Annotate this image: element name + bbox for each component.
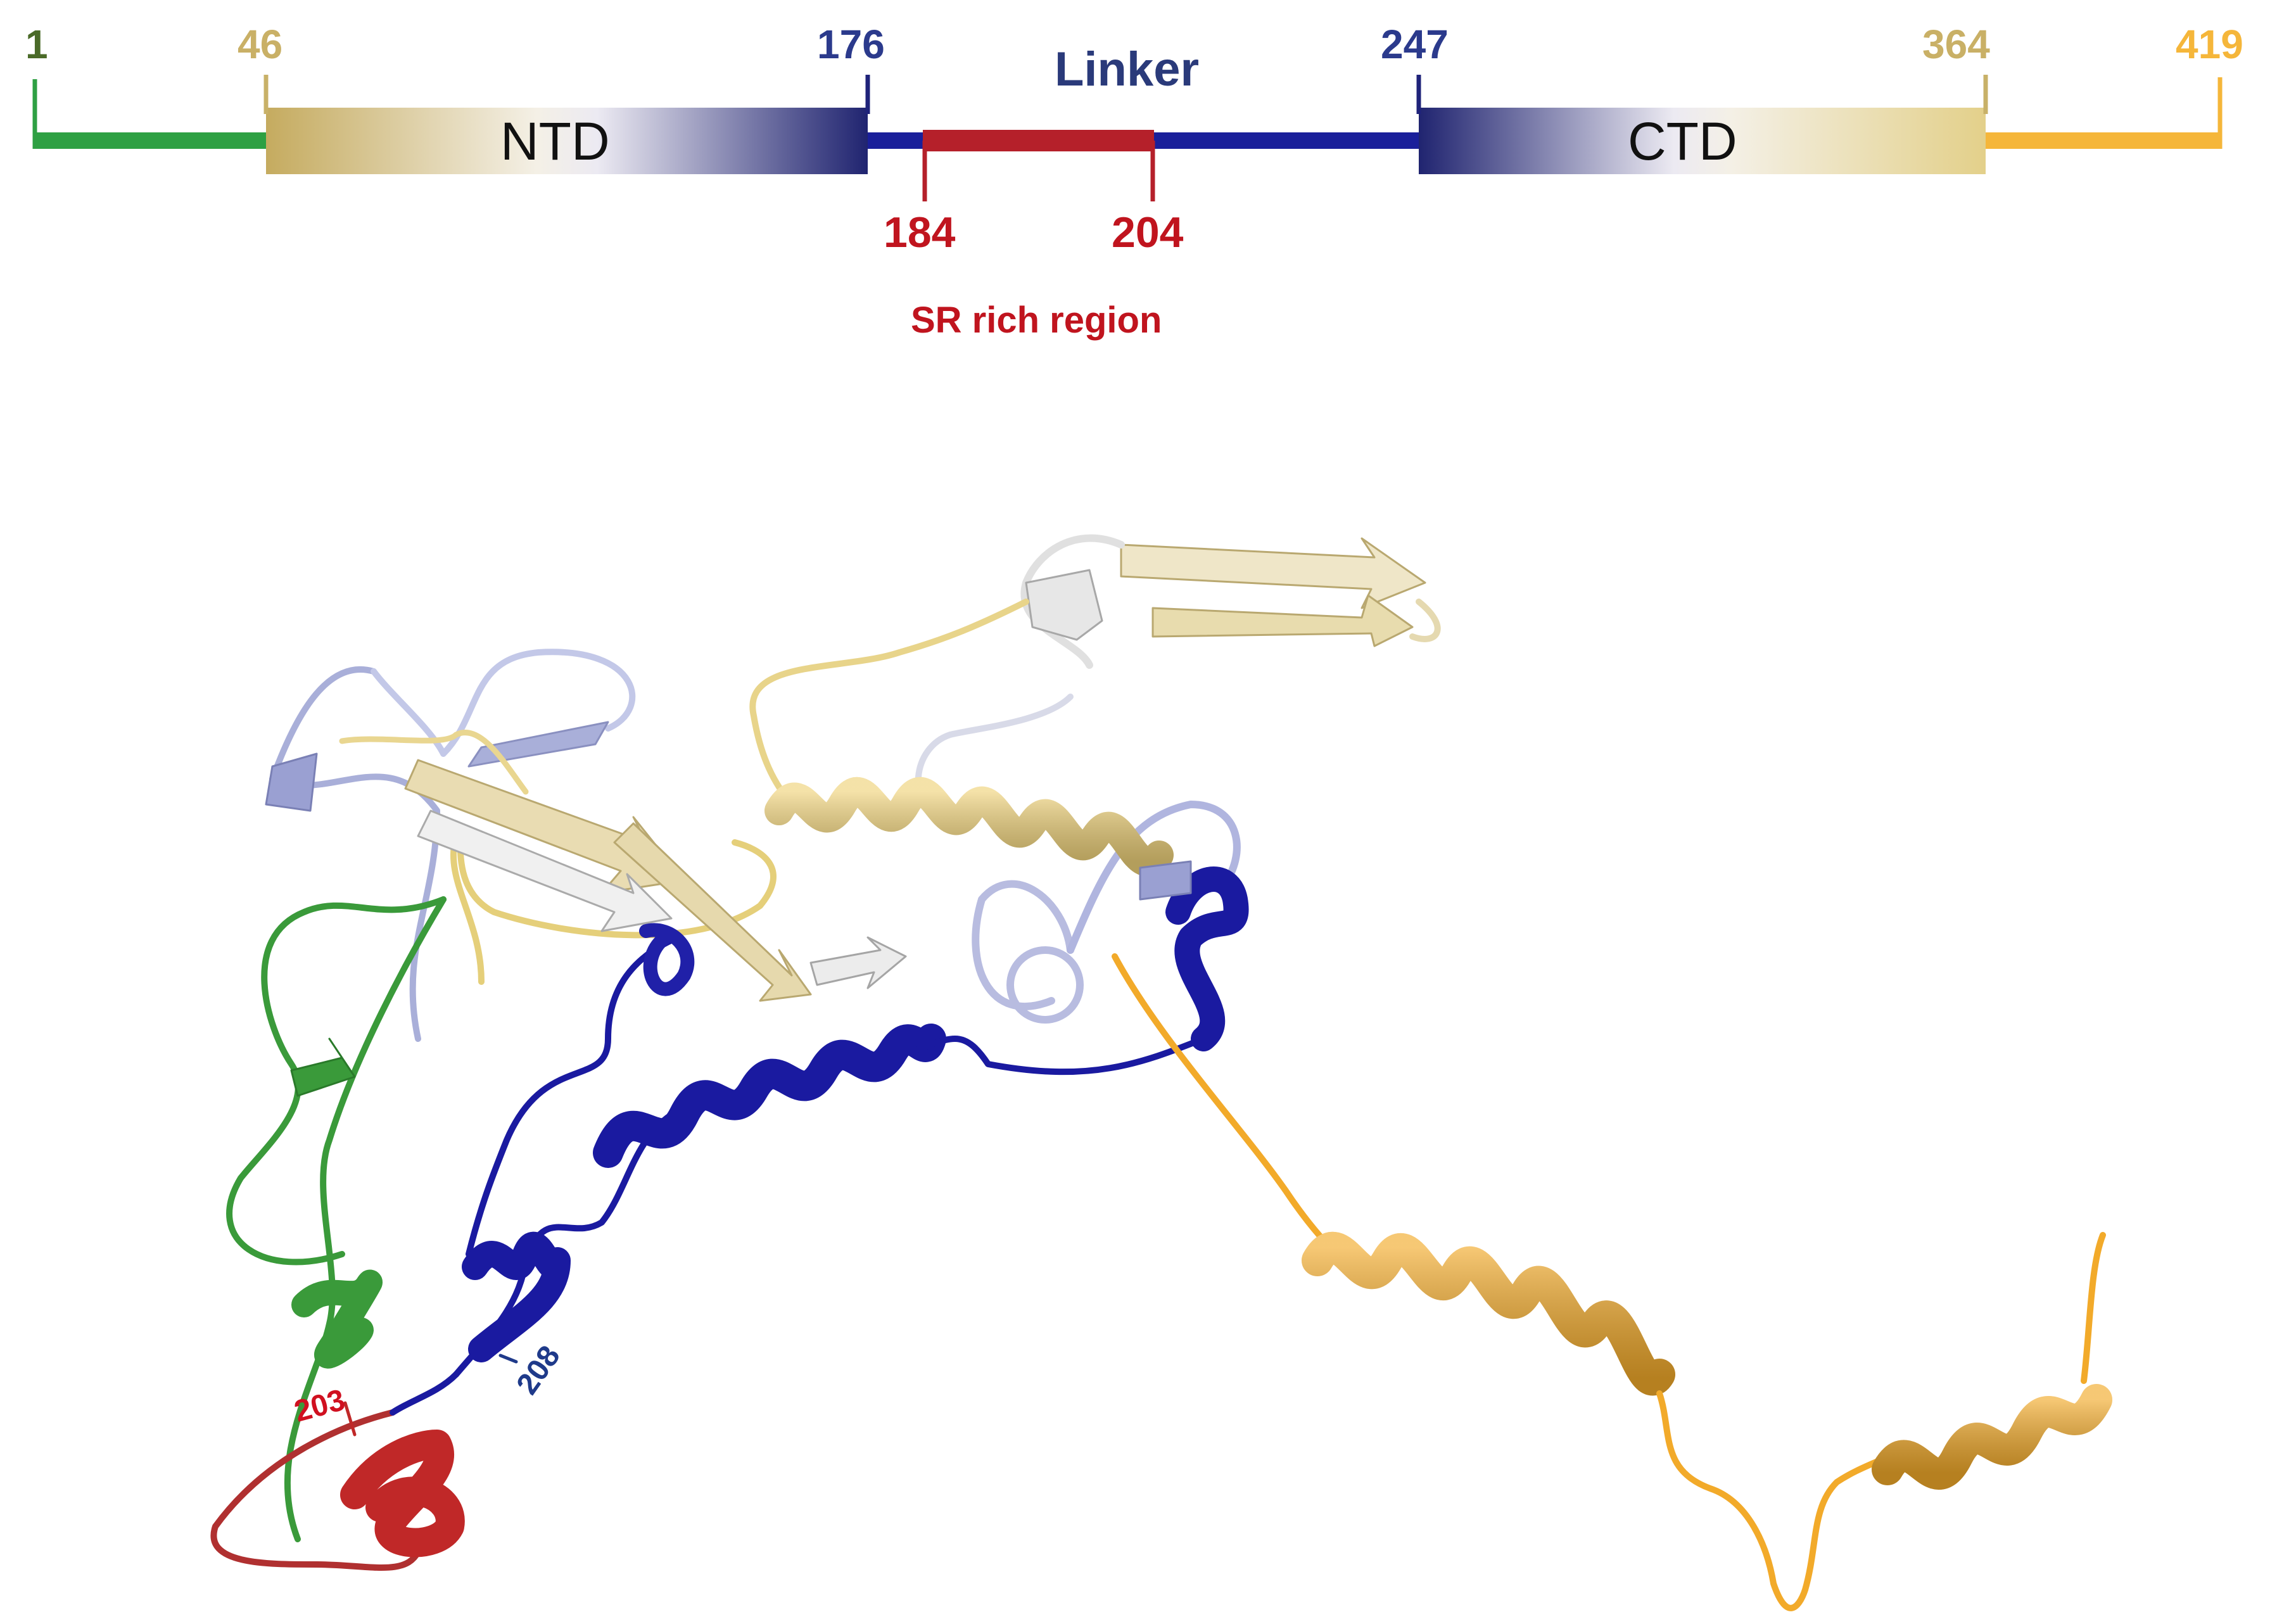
position-label-1: 1 [25,22,48,67]
ntd-label: NTD [500,111,610,171]
ntd-gold-strands [339,730,907,1002]
protein-structure: 203 208 [210,534,2112,1611]
position-label-176: 176 [817,22,885,67]
residue-label-208: 208 [511,1340,567,1400]
ntd-lavender-region [265,649,1241,1042]
c-terminal-orange [1112,953,2112,1611]
sr-rich-region-label: SR rich region [911,300,1162,341]
ctd-gold-helix [764,777,1174,877]
residue-label-203: 203 [291,1383,348,1429]
position-label-247: 247 [1381,22,1449,67]
position-label-46: 46 [238,22,282,67]
position-label-419: 419 [2176,22,2243,67]
ctd-domain-box [1419,108,1986,174]
residue-208-tick [498,1354,518,1364]
position-label-364: 364 [1922,22,1990,67]
linker-blue-helix [453,860,1249,1378]
residue-203-tick [343,1401,357,1437]
position-label-204: 204 [1112,208,1184,257]
position-label-184: 184 [884,208,956,257]
sr-region-red [210,1371,465,1571]
domain-map: 1 46 176 247 364 419 184 204 NTD CTD Lin… [25,22,2243,341]
ctd-label: CTD [1628,111,1737,171]
n-terminal-green [226,896,447,1542]
ntd-domain-box [266,108,868,174]
ctd-beta-hairpin [749,534,1441,827]
linker-label: Linker [1055,42,1199,96]
